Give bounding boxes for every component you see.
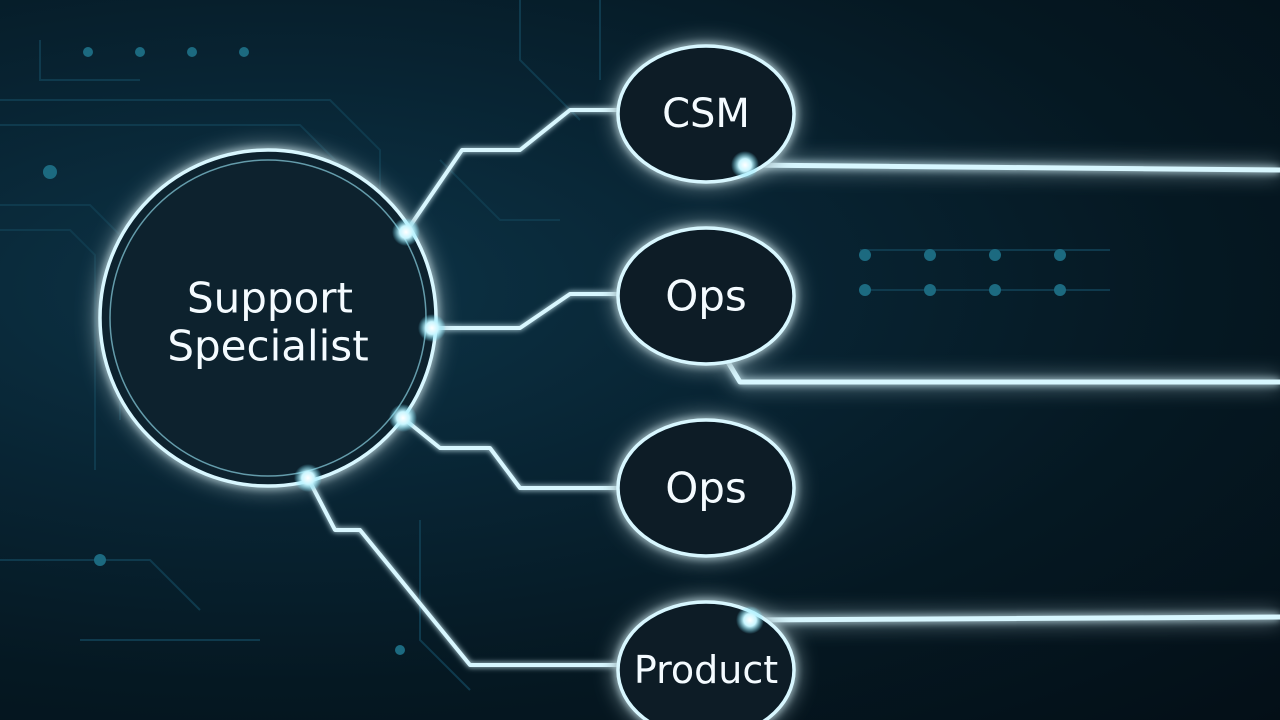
node-ops-2-ring: [616, 418, 796, 558]
circuit-background: [0, 0, 1110, 691]
junction-dot: [392, 218, 420, 246]
output-rails: [725, 162, 1280, 623]
junction-dot: [418, 314, 446, 342]
junction-dot: [389, 404, 417, 432]
node-ops-1[interactable]: Ops: [616, 226, 796, 366]
node-ops-1-ring: [616, 226, 796, 366]
rail-csm: [744, 162, 1280, 173]
junction-dot: [294, 464, 322, 492]
node-csm-label: CSM: [662, 91, 750, 137]
center-node[interactable]: Support Specialist: [98, 148, 438, 488]
center-node-label-line2: Specialist: [167, 322, 368, 371]
junction-dot: [736, 606, 764, 634]
connector-lines: [306, 108, 622, 667]
node-product-label: Product: [634, 648, 778, 692]
rail-ops-1: [725, 360, 1280, 385]
node-ops-2-label: Ops: [665, 464, 747, 513]
junction-dot: [731, 151, 759, 179]
center-node-label-line1: Support: [187, 274, 353, 323]
connector-ops-1: [432, 292, 622, 330]
connector-csm: [404, 108, 622, 234]
rail-product: [749, 614, 1280, 623]
connector-ops-2: [401, 416, 622, 490]
connector-product: [306, 477, 622, 667]
node-ops-2[interactable]: Ops: [616, 418, 796, 558]
node-csm-ring: [616, 44, 796, 184]
circuit-dots: [43, 47, 1066, 655]
node-csm[interactable]: CSM: [616, 44, 796, 184]
node-ops-1-label: Ops: [665, 272, 747, 321]
node-product[interactable]: Product: [616, 600, 796, 720]
junction-dots: [294, 151, 764, 634]
